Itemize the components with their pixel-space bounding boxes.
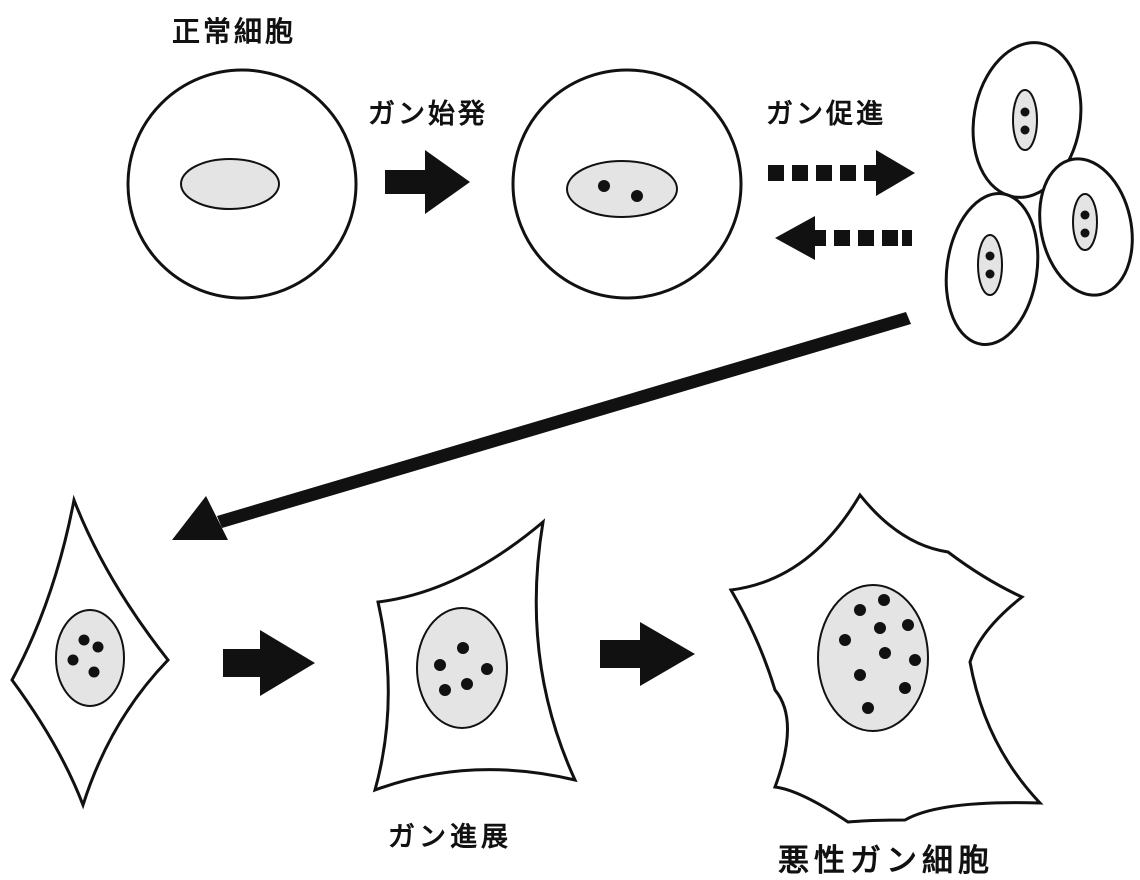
initiation-arrow <box>385 150 470 214</box>
progression-arrow-1 <box>223 630 315 696</box>
normal-cell-nucleus <box>180 158 280 210</box>
promoted-cell-cluster <box>944 41 1134 347</box>
promotion-reverse-arrow <box>775 216 912 260</box>
initiation-label: ガン始発 <box>368 99 488 130</box>
promotion-label: ガン促進 <box>766 99 886 130</box>
promotion-forward-arrow <box>768 150 915 196</box>
initiated-cell-nucleus <box>566 160 678 218</box>
promoted-cell-right <box>1038 157 1134 297</box>
normal-cell-label: 正常細胞 <box>172 15 297 48</box>
normal-cell <box>126 68 358 300</box>
progression-cell <box>372 518 578 793</box>
diagonal-arrow <box>172 312 911 540</box>
transformed-cell <box>10 494 170 810</box>
malignant-cell <box>728 492 1044 824</box>
progression-arrow-2 <box>600 622 695 686</box>
progression-label: ガン進展 <box>388 822 512 853</box>
malignant-cell-label: 悪性ガン細胞 <box>778 843 994 879</box>
promoted-cell-top <box>971 41 1083 199</box>
promoted-cell-left <box>944 191 1040 347</box>
initiated-cell <box>511 68 743 300</box>
